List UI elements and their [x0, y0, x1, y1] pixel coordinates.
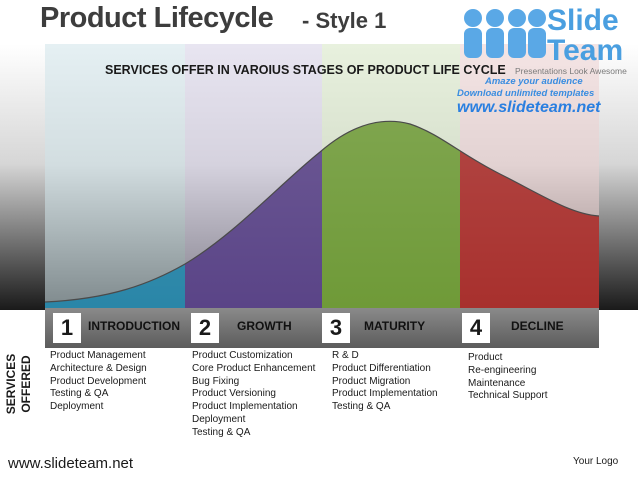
slide-subtitle: - Style 1 — [302, 8, 387, 33]
footer-url: www.slideteam.net — [8, 455, 134, 472]
service-item: Product Customization — [192, 350, 293, 361]
service-item: Product Differentiation — [332, 362, 431, 374]
stage-name: MATURITY — [364, 319, 426, 333]
slide-title: Product Lifecycle — [40, 2, 274, 34]
lifecycle-chart — [44, 44, 600, 308]
logo-word-team: Team — [547, 34, 624, 67]
services-list-decline: Product Re-engineering Maintenance Techn… — [468, 352, 548, 403]
service-item: R & D — [332, 350, 359, 361]
column-introduction — [45, 44, 185, 308]
logo-url: www.slideteam.net — [457, 99, 601, 116]
service-item: Product Management — [50, 350, 146, 361]
service-item: Deployment — [192, 413, 246, 425]
stage-introduction: 1 INTRODUCTION — [45, 308, 185, 348]
service-item: Architecture & Design — [50, 362, 147, 374]
stage-bar: 1 INTRODUCTION 2 GROWTH 3 MATURITY 4 DEC… — [45, 308, 599, 348]
service-item: Product Implementation — [192, 401, 298, 413]
service-item: Product Development — [50, 375, 147, 387]
service-item: Product Versioning — [192, 388, 276, 400]
services-list-growth: Product Customization Core Product Enhan… — [192, 350, 315, 440]
people-icon — [464, 9, 546, 58]
stage-number: 3 — [322, 313, 350, 343]
stage-decline: 4 DECLINE — [460, 308, 599, 348]
service-item: Bug Fixing — [192, 375, 240, 387]
service-item: Testing & QA — [192, 426, 251, 438]
stage-number: 2 — [191, 313, 219, 343]
logo-tagline: Presentations Look Awesome — [515, 66, 627, 76]
service-item: Product Implementation — [332, 388, 438, 400]
service-item: Core Product Enhancement — [192, 362, 316, 374]
service-item: Testing & QA — [50, 388, 109, 400]
stage-growth: 2 GROWTH — [185, 308, 322, 348]
chart-heading: SERVICES OFFER IN VAROIUS STAGES OF PROD… — [105, 63, 506, 77]
stage-number: 1 — [53, 313, 81, 343]
logo-line-download: Download unlimited templates — [457, 88, 595, 99]
lifecycle-curve — [44, 120, 600, 303]
stage-name: GROWTH — [237, 319, 292, 333]
service-item: Product Migration — [332, 375, 411, 387]
logo-line-amaze: Amaze your audience — [485, 76, 583, 87]
logo-word-slide: Slide — [547, 4, 619, 37]
footer-logo-text: Your Logo — [573, 456, 619, 467]
service-item: Maintenance — [468, 377, 526, 389]
services-offered-label: SERVICES OFFERED — [4, 348, 40, 420]
services-list-introduction: Product Management Architecture & Design… — [50, 350, 147, 414]
services-list-maturity: R & D Product Differentiation Product Mi… — [332, 350, 438, 414]
service-item: Deployment — [50, 401, 104, 413]
service-item: Re-engineering — [468, 364, 537, 376]
service-item: Testing & QA — [332, 401, 391, 413]
service-item: Technical Support — [468, 390, 548, 402]
services-label-line2: OFFERED — [19, 355, 33, 413]
service-item: Product — [468, 352, 503, 363]
stage-maturity: 3 MATURITY — [322, 308, 460, 348]
title-bar: Product Lifecycle - Style 1 — [0, 0, 638, 44]
services-label-line1: SERVICES — [4, 353, 18, 415]
stage-name: DECLINE — [511, 319, 564, 333]
slideteam-logo: Slide Team Presentations Look Awesome Am… — [455, 4, 635, 116]
stage-name: INTRODUCTION — [88, 319, 180, 333]
stage-number: 4 — [462, 313, 490, 343]
